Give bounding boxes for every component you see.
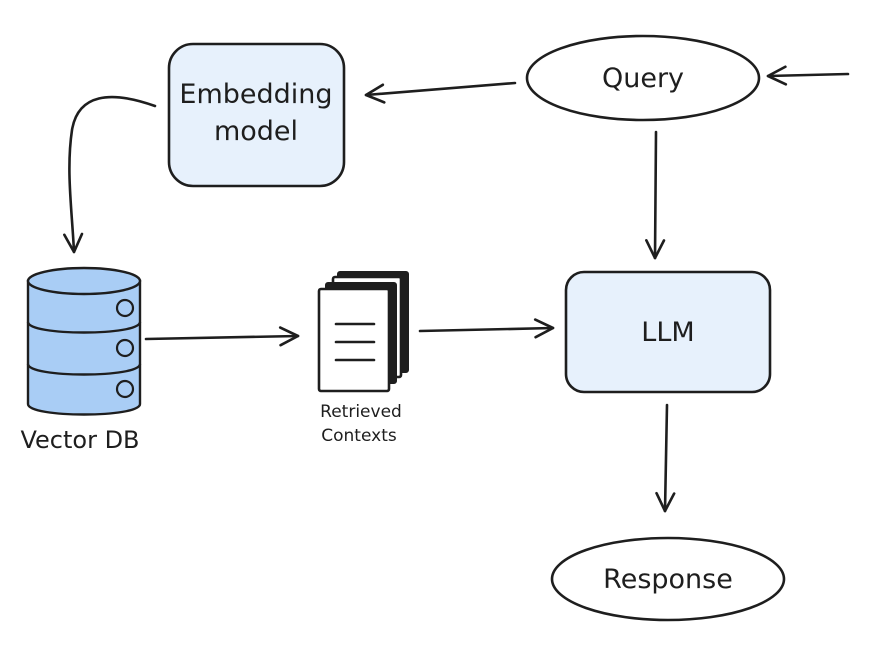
vector-db-icon xyxy=(26,266,142,416)
contexts-to-llm-arrow xyxy=(418,318,555,339)
query-node: Query xyxy=(525,34,761,122)
vector-db-label: Vector DB xyxy=(20,426,139,454)
query-to-embedding-arrow xyxy=(364,81,517,104)
llm-node: LLM xyxy=(564,270,772,394)
document-stack-icon xyxy=(317,271,409,393)
llm-to-response-arrow xyxy=(655,403,676,513)
vectordb-to-contexts-arrow xyxy=(144,326,300,347)
response-node: Response xyxy=(550,536,786,622)
embedding-model-label-line1: Embedding xyxy=(179,79,332,110)
retrieved-contexts-label-line2: Contexts xyxy=(321,426,397,446)
embedding-to-vectordb-arrow xyxy=(63,95,157,254)
response-label: Response xyxy=(603,564,733,595)
query-label: Query xyxy=(602,63,684,94)
embedding-model-label-line2: model xyxy=(214,116,298,147)
embedding-model-node: Embedding model xyxy=(167,42,346,188)
llm-label: LLM xyxy=(641,317,694,348)
retrieved-contexts-label-line1: Retrieved xyxy=(320,402,402,422)
query-to-llm-arrow xyxy=(645,130,666,260)
input-arrow xyxy=(766,65,850,86)
